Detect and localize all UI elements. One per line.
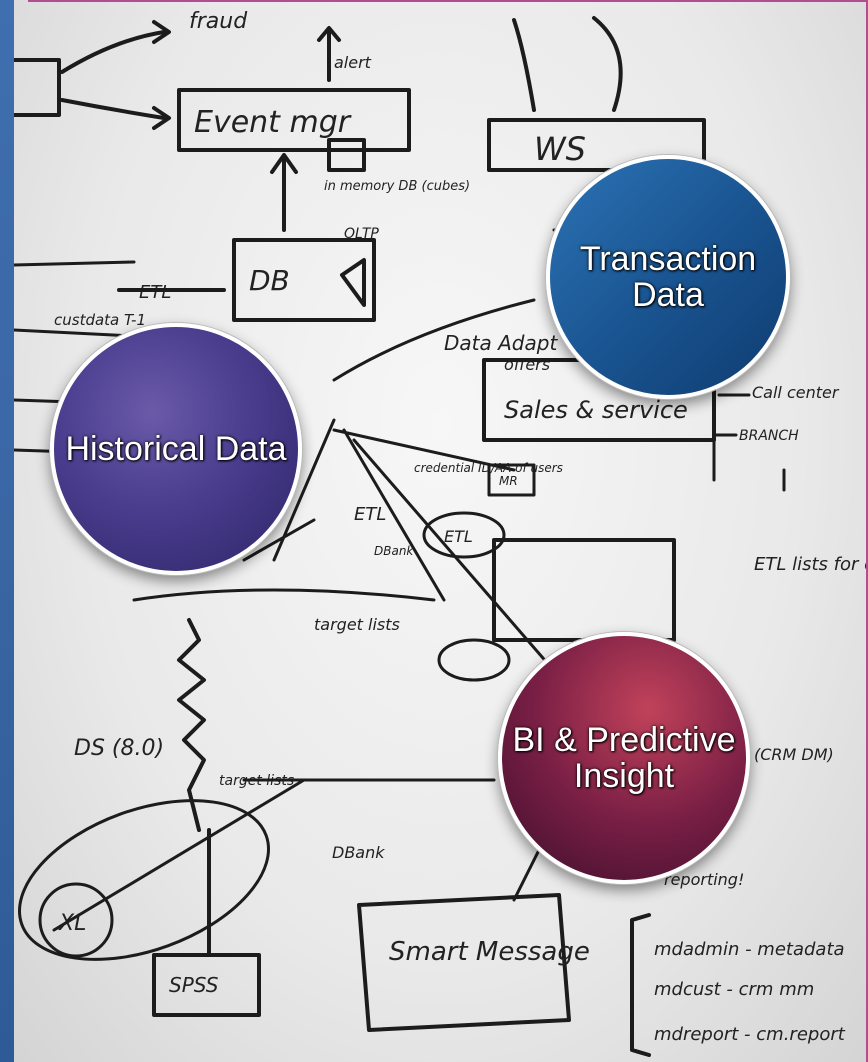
cust-data-label: custdata T-1 [54,311,146,329]
bi-predictive-insight-circle: BI & Predictive Insight [498,632,750,884]
top-border [28,0,868,2]
left-blue-strip [0,0,14,1062]
reporting-label: reporting! [664,870,744,889]
fraud-label: fraud [189,9,248,34]
mdreport-label: mdreport - cm.report [654,1024,846,1045]
dbank-2-label: DBank [332,843,385,862]
transaction-data-label: Transaction Data [579,240,757,314]
target-lists-label: target lists [314,615,400,634]
mdcust-label: mdcust - crm mm [654,979,814,1000]
event-mgr-label: Event mgr [194,105,352,140]
crm-dm-label: (CRM DM) [754,745,834,764]
call-center-label: Call center [752,383,840,402]
etl-2-label: ETL [354,504,386,525]
oltp-label: OLTP [344,226,379,242]
historical-data-label: Historical Data [65,430,287,468]
etl-3-label: ETL [444,527,473,546]
etl-lists-label: ETL lists for event mgr [754,554,868,575]
ws-label: WS [534,130,586,168]
ds-label: DS (8.0) [74,736,164,761]
smart-message-label: Smart Message [389,937,590,967]
bi-predictive-insight-label: BI & Predictive Insight [512,721,736,795]
dbank-label: DBank [374,544,414,558]
right-border [866,0,868,1062]
data-adapter-label: Data Adapt [444,331,558,355]
mr-label: MR [499,474,518,488]
historical-data-circle: Historical Data [50,323,302,575]
mdadmin-label: mdadmin - metadata [654,939,845,960]
etl-label: ETL [139,282,171,303]
branch-label: BRANCH [739,428,799,444]
in-memory-db-label: in memory DB (cubes) [324,179,470,194]
alert-label: alert [334,53,372,72]
transaction-data-circle: Transaction Data [546,155,790,399]
sales-service-label: Sales & service [504,396,688,424]
whiteboard-drawing: fraud alert Event mgr in memory DB (cube… [14,9,868,1057]
spss-label: SPSS [169,973,219,997]
db-label: DB [249,264,290,297]
offers-label: offers [504,355,550,374]
